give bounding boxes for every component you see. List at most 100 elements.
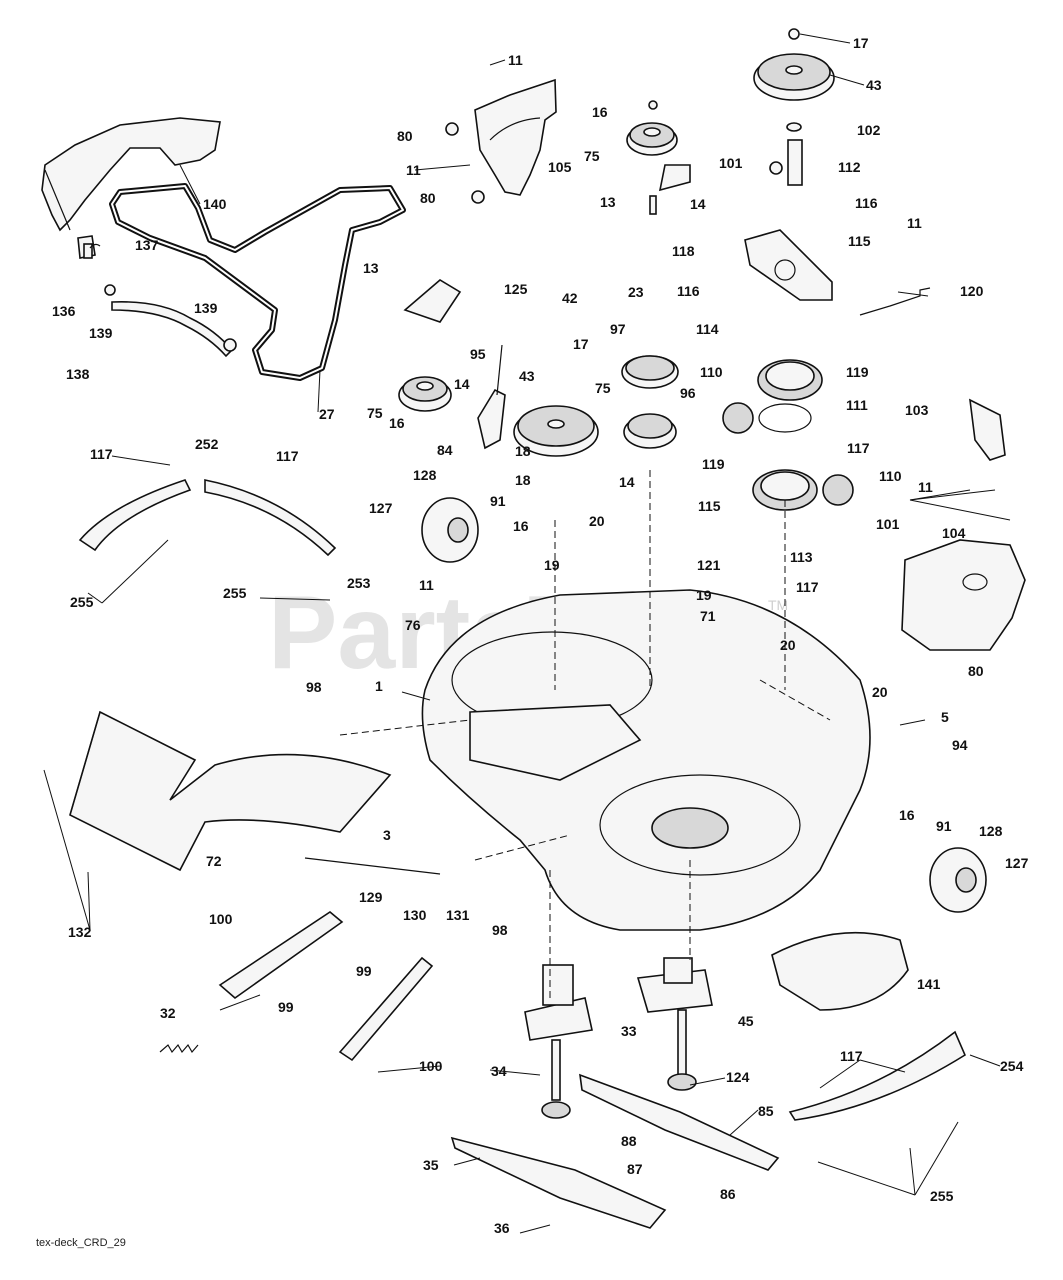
callout: 94 (952, 737, 968, 753)
callout: 136 (52, 303, 76, 319)
callout: 110 (879, 468, 902, 484)
callout: 96 (680, 385, 696, 401)
blade-35-drawing (450, 1136, 667, 1229)
callout: 76 (405, 617, 421, 633)
callout: 129 (359, 889, 383, 905)
callout: 16 (513, 518, 529, 534)
callout: 84 (437, 442, 453, 458)
callout: 128 (413, 467, 437, 483)
callout: 116 (677, 283, 700, 299)
callout: 80 (968, 663, 984, 679)
callout: 132 (68, 924, 92, 940)
callout: 101 (876, 516, 900, 532)
callout: 80 (397, 128, 413, 144)
callout: 16 (899, 807, 915, 823)
callout: 117 (840, 1048, 863, 1064)
callout: 33 (621, 1023, 637, 1039)
o-ring-111 (758, 403, 812, 433)
callout: 117 (847, 440, 870, 456)
callout: 105 (548, 159, 572, 175)
idler-pulley-top-drawing (626, 100, 691, 215)
washer-80-top (445, 122, 459, 136)
callout: 121 (697, 557, 721, 573)
callout: 125 (504, 281, 528, 297)
callout: 95 (470, 346, 486, 362)
callout: 91 (936, 818, 952, 834)
callout: 72 (206, 853, 222, 869)
callout: 101 (719, 155, 743, 171)
callout: 85 (758, 1103, 774, 1119)
callout: 110 (700, 364, 723, 380)
callout: 118 (672, 243, 695, 259)
callout: 11 (907, 215, 922, 231)
callout: 255 (70, 594, 94, 610)
pulley-97-drawing (621, 355, 679, 389)
callout: 11 (419, 577, 434, 593)
belt-shield-rim (44, 169, 71, 231)
callout: 11 (406, 162, 421, 178)
stiffener-252-drawing (78, 479, 192, 552)
callout: 11 (918, 479, 933, 495)
callout: 86 (720, 1186, 736, 1202)
callout: 87 (627, 1161, 643, 1177)
callout: 114 (696, 321, 719, 337)
callout: 139 (194, 300, 218, 316)
watermark-tm: TM (768, 597, 788, 613)
linkage-rod-120 (859, 287, 931, 316)
callout: 20 (780, 637, 796, 653)
blade-85-drawing (579, 1073, 780, 1171)
callout: 98 (492, 922, 508, 938)
idler-bracket-125-drawing (403, 279, 462, 323)
gear-119-bottom-drawing (752, 469, 818, 511)
callout: 112 (838, 159, 861, 175)
callout: 45 (738, 1013, 754, 1029)
callout: 119 (846, 364, 869, 380)
callout: 115 (848, 233, 871, 249)
stiffener-254-drawing (788, 1030, 967, 1121)
leader-lines (43, 33, 1011, 1234)
callout: 102 (857, 122, 881, 138)
callout: 141 (917, 976, 941, 992)
callout: 71 (700, 608, 716, 624)
callout: 13 (363, 260, 379, 276)
washer-80-mid (471, 190, 485, 204)
baffle-103-drawing (969, 398, 1006, 461)
callout: 14 (454, 376, 470, 392)
callout: 43 (519, 368, 535, 384)
callout: 75 (584, 148, 600, 164)
callout: 140 (203, 196, 227, 212)
belt-guard-drawing (474, 78, 557, 196)
mower-deck-drawing (421, 589, 871, 931)
alignment-line-8 (759, 679, 831, 721)
wash-port-assembly-drawing (77, 235, 237, 358)
callout: 98 (306, 679, 322, 695)
spindle-33-drawing (524, 964, 593, 1119)
callout: 131 (446, 907, 470, 923)
callout: 19 (696, 587, 712, 603)
callout: 11 (508, 52, 523, 68)
belt-guard-edge (489, 117, 541, 141)
idler-pulley-mid-drawing (398, 376, 452, 412)
gear-110-left (722, 402, 754, 434)
callout: 97 (610, 321, 626, 337)
callout-labels: 11 17 43 80 105 16 75 102 101 112 11 140… (52, 35, 1029, 1236)
drive-pulley-mid-drawing (513, 405, 599, 457)
callout: 117 (796, 579, 819, 595)
callout: 80 (420, 190, 436, 206)
callout: 16 (592, 104, 608, 120)
callout: 100 (209, 911, 233, 927)
callout: 27 (319, 406, 335, 422)
callout: 119 (702, 456, 725, 472)
callout: 17 (573, 336, 589, 352)
callout: 120 (960, 283, 984, 299)
callout: 5 (941, 709, 949, 725)
callout: 116 (855, 195, 878, 211)
callout: 36 (494, 1220, 510, 1236)
callout: 91 (490, 493, 506, 509)
idler-pulley-right-drawing (623, 413, 677, 449)
callout: 75 (367, 405, 383, 421)
diagram-footer-id: tex-deck_CRD_29 (36, 1237, 126, 1249)
callout: 17 (853, 35, 869, 51)
callout: 14 (619, 474, 635, 490)
